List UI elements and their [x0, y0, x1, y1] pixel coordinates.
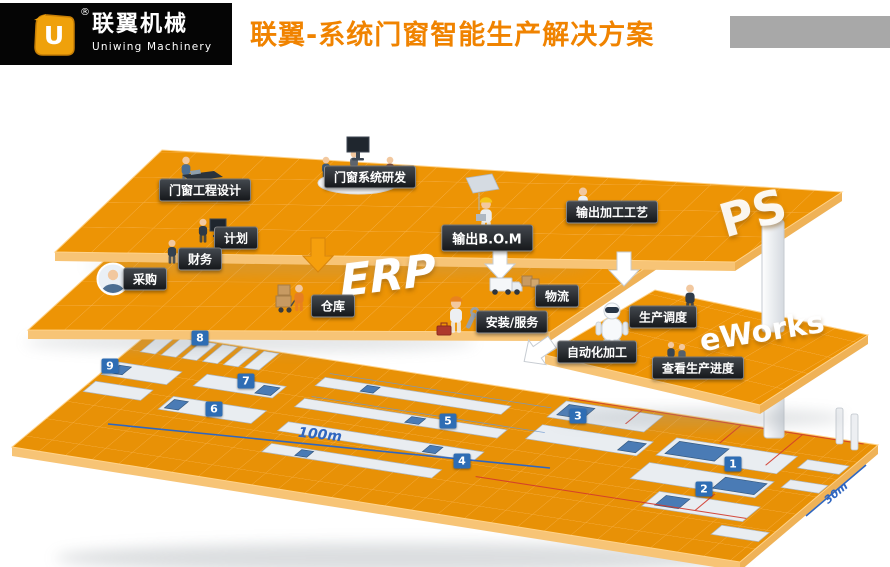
- tag-output-craft: 输出加工工艺: [565, 200, 659, 224]
- header-gray-bar: [730, 16, 890, 48]
- uniwing-logo-icon: U: [34, 14, 75, 56]
- station-marker-3: 3: [569, 408, 587, 424]
- logo-letter: U: [44, 21, 64, 50]
- tag-door-window-design: 门窗工程设计: [158, 178, 252, 202]
- tag-purchase: 采购: [122, 267, 168, 291]
- page-title: 联翼-系统门窗智能生产解决方案: [250, 20, 655, 51]
- dimension-lines: [107, 423, 867, 517]
- station-marker-5: 5: [439, 413, 457, 429]
- floor-shadow: [55, 543, 745, 567]
- tag-warehouse: 仓库: [310, 294, 356, 318]
- bom-engineer-figure: [465, 173, 500, 233]
- registered-mark: ®: [80, 7, 90, 18]
- tag-finance: 财务: [177, 247, 223, 271]
- logo-block: U ® 联翼机械 Uniwing Machinery: [0, 3, 232, 65]
- tag-install-service: 安装/服务: [475, 310, 549, 334]
- tag-logistics: 物流: [534, 284, 580, 308]
- tag-auto-machining: 自动化加工: [556, 340, 638, 364]
- tag-view-progress: 查看生产进度: [651, 356, 745, 380]
- station-marker-9: 9: [101, 358, 119, 374]
- brand-name-cn: 联翼机械: [92, 12, 189, 37]
- station-marker-7: 7: [237, 373, 255, 389]
- brand-name-en: Uniwing Machinery: [92, 41, 213, 53]
- ps-eworks-pillar: [761, 219, 785, 333]
- warehouse-worker-figure: [275, 284, 304, 313]
- page-header: U ® 联翼机械 Uniwing Machinery 联翼-系统门窗智能生产解决…: [0, 0, 890, 80]
- tag-system-rd: 门窗系统研发: [323, 165, 417, 189]
- tag-dispatch: 生产调度: [628, 305, 698, 329]
- purchase-avatar: [96, 262, 130, 296]
- brand-text: 联翼机械 Uniwing Machinery: [92, 12, 212, 53]
- station-marker-1: 1: [724, 456, 742, 472]
- station-marker-4: 4: [453, 453, 471, 469]
- station-marker-8: 8: [191, 330, 209, 346]
- factory-machines: [82, 334, 865, 542]
- tag-output-bom: 输出B.O.M: [441, 224, 533, 252]
- station-marker-2: 2: [695, 481, 713, 497]
- tag-plan: 计划: [213, 226, 259, 250]
- logistics-truck-icon: [489, 275, 540, 295]
- diagram-stage: PS ERP eWorks 门窗工程设计 门窗系统研发 输出B.O.M 输出加工…: [0, 80, 890, 567]
- eworks-platform: [543, 289, 870, 414]
- station-marker-6: 6: [205, 401, 223, 417]
- conveyor-lines: [311, 373, 552, 433]
- eworks-shadow: [555, 409, 845, 427]
